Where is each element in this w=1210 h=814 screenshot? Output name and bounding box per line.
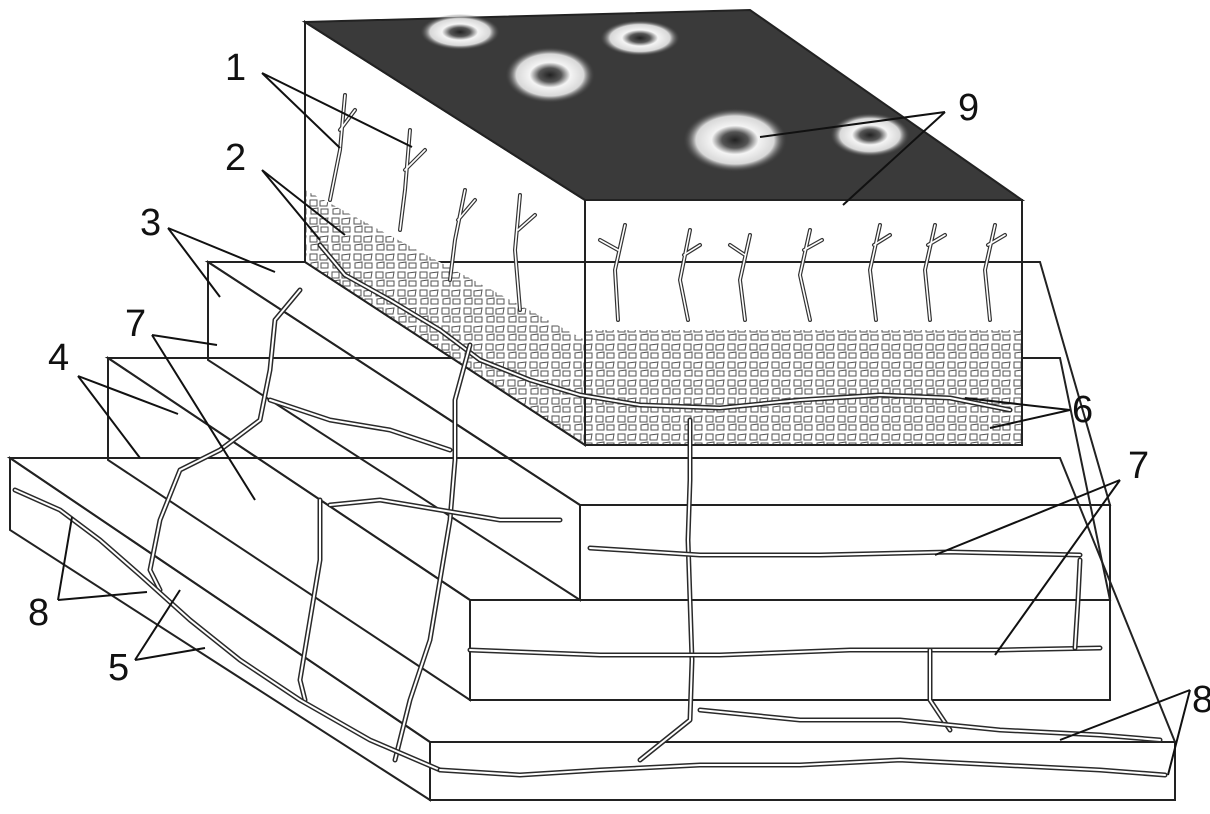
label-3: 3 bbox=[140, 202, 161, 244]
crack-veins bbox=[15, 245, 1165, 775]
label-6: 6 bbox=[1072, 389, 1093, 431]
label-5: 5 bbox=[108, 647, 129, 689]
bottom-slab bbox=[10, 458, 1175, 800]
label-9: 9 bbox=[958, 87, 979, 129]
label-8-left: 8 bbox=[28, 592, 49, 634]
label-2: 2 bbox=[225, 137, 246, 179]
label-1: 1 bbox=[225, 47, 246, 89]
label-4: 4 bbox=[48, 337, 69, 379]
label-7-right: 7 bbox=[1128, 445, 1149, 487]
top-block bbox=[305, 10, 1022, 445]
label-8-right: 8 bbox=[1192, 679, 1210, 721]
label-7-left: 7 bbox=[125, 303, 146, 345]
